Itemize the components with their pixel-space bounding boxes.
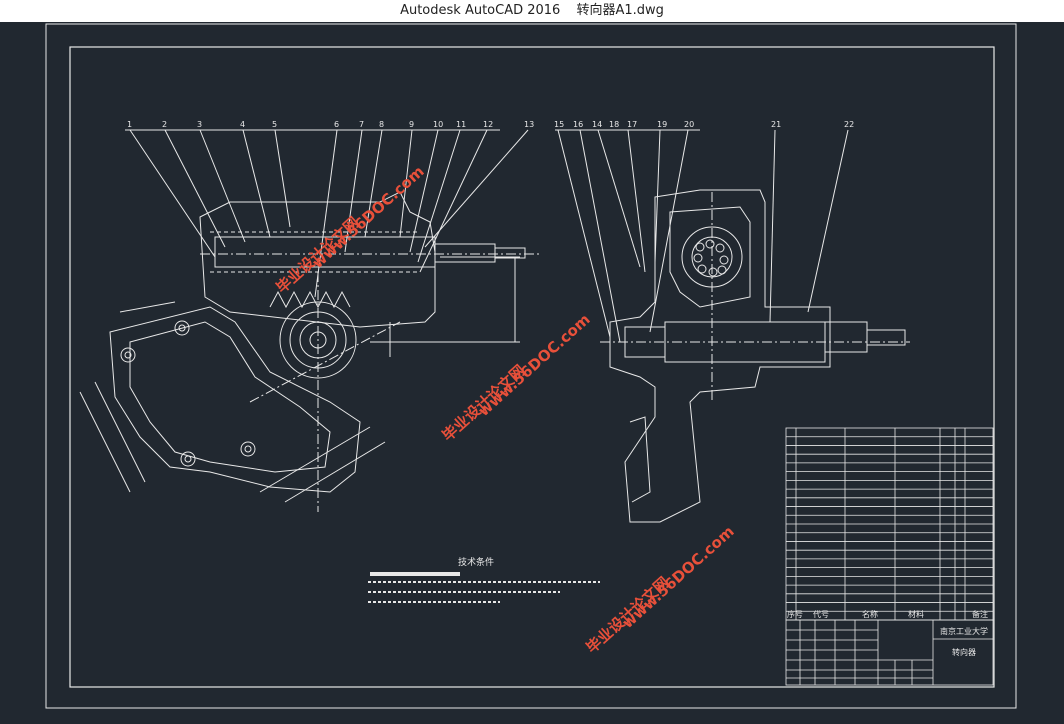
balloon-label: 14 bbox=[592, 120, 602, 129]
left-balloon-labels: 1 2 3 4 5 6 7 8 9 10 11 12 13 bbox=[127, 120, 534, 129]
balloon-label: 17 bbox=[627, 120, 637, 129]
balloon-label: 21 bbox=[771, 120, 781, 129]
bill-of-materials bbox=[785, 427, 994, 621]
window-titlebar: Autodesk AutoCAD 2016 转向器A1.dwg bbox=[0, 0, 1064, 22]
balloon-label: 15 bbox=[554, 120, 564, 129]
technical-notes: 技术条件 bbox=[368, 556, 600, 603]
balloon-label: 5 bbox=[272, 120, 277, 129]
file-name: 转向器A1.dwg bbox=[576, 3, 664, 18]
watermark-url: www.56DOC.com bbox=[309, 162, 428, 272]
balloon-label: 2 bbox=[162, 120, 167, 129]
balloon-label: 1 bbox=[127, 120, 132, 129]
balloon-label: 3 bbox=[197, 120, 202, 129]
bom-header-name: 名称 bbox=[862, 609, 878, 619]
right-view-drawing bbox=[555, 129, 910, 523]
drawing-canvas[interactable]: 1 2 3 4 5 6 7 8 9 10 11 12 13 bbox=[0, 22, 1064, 720]
balloon-label: 22 bbox=[844, 120, 854, 129]
balloon-label: 9 bbox=[409, 120, 414, 129]
balloon-label: 16 bbox=[573, 120, 583, 129]
bom-header-material: 材料 bbox=[908, 609, 924, 619]
app-name: Autodesk AutoCAD 2016 bbox=[400, 3, 561, 18]
bom-header-seq: 序号 bbox=[787, 609, 803, 619]
balloon-label: 12 bbox=[483, 120, 493, 129]
bom-header-labels: 序号 代号 名称 材料 备注 bbox=[787, 609, 988, 619]
balloon-label: 20 bbox=[684, 120, 694, 129]
school-name: 南京工业大学 bbox=[940, 626, 988, 636]
balloon-label: 11 bbox=[456, 120, 466, 129]
tech-notes-title: 技术条件 bbox=[458, 556, 494, 568]
balloon-label: 13 bbox=[524, 120, 534, 129]
balloon-label: 10 bbox=[433, 120, 443, 129]
bom-header-code: 代号 bbox=[813, 609, 829, 619]
part-title: 转向器 bbox=[952, 647, 976, 657]
title-block bbox=[785, 619, 994, 686]
balloon-label: 18 bbox=[609, 120, 619, 129]
drawing-viewport[interactable]: 1 2 3 4 5 6 7 8 9 10 11 12 13 bbox=[0, 22, 1064, 720]
balloon-label: 4 bbox=[240, 120, 245, 129]
balloon-label: 6 bbox=[334, 120, 339, 129]
outer-sheet-border bbox=[45, 23, 1017, 709]
watermark-url: www.56DOC.com bbox=[619, 522, 738, 632]
bom-header-remark: 备注 bbox=[972, 609, 988, 619]
balloon-label: 7 bbox=[359, 120, 364, 129]
balloon-label: 19 bbox=[657, 120, 667, 129]
right-balloon-labels: 15 16 14 18 17 19 20 21 22 bbox=[554, 120, 854, 129]
watermark-url: www.56DOC.com bbox=[475, 310, 594, 420]
left-view-drawing bbox=[79, 129, 540, 512]
inner-drawing-frame bbox=[69, 46, 995, 688]
balloon-label: 8 bbox=[379, 120, 384, 129]
